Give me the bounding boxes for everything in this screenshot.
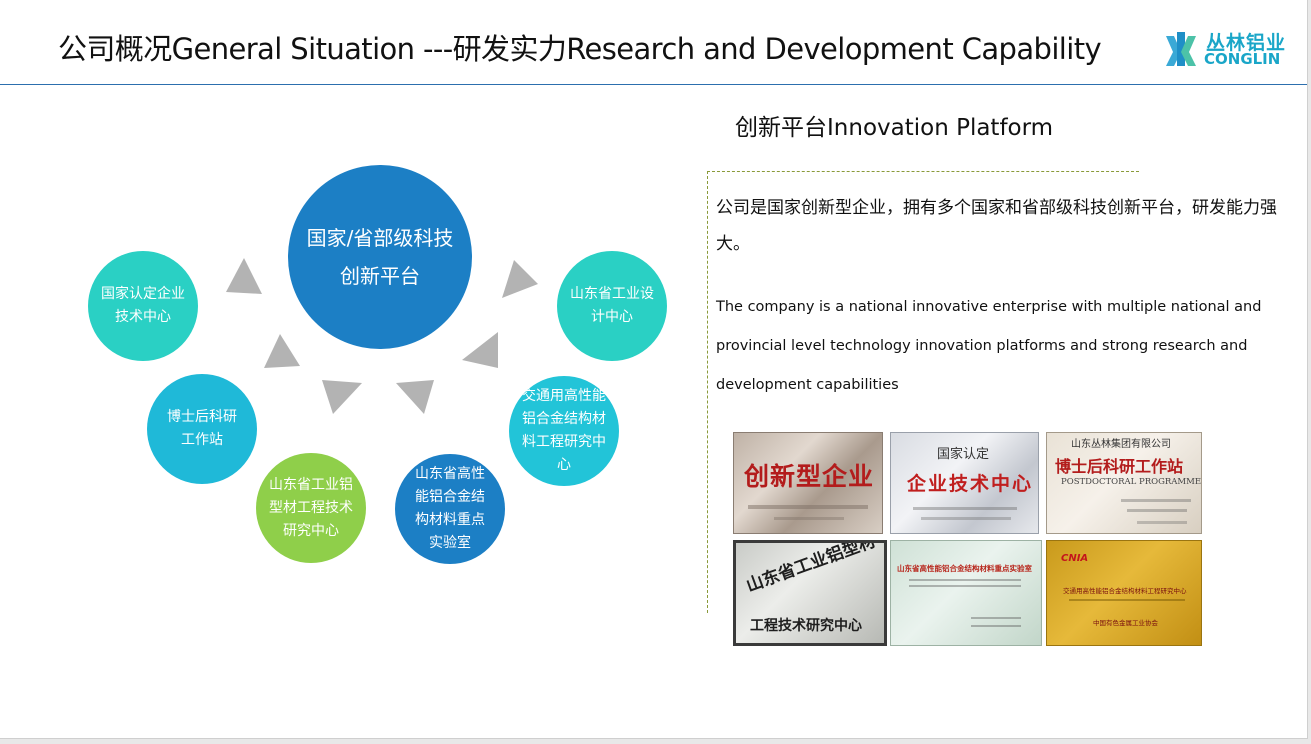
- node-label: 山东省高性能铝合金结构材料重点实验室: [415, 466, 485, 551]
- dashed-divider-left: [707, 171, 708, 613]
- arrow-triangle-icon: [396, 380, 434, 414]
- logo-text-zh: 丛林铝业: [1206, 32, 1287, 54]
- plaque-top-text: 山东丛林集团有限公司: [1071, 439, 1171, 450]
- plaque-postdoc-station: 山东丛林集团有限公司 博士后科研工作站 POSTDOCTORAL PROGRAM…: [1046, 432, 1202, 534]
- plaque-main-text: 山东省工业铝型材: [743, 540, 879, 597]
- node-enterprise-tech-center: 国家认定企业技术中心: [88, 251, 198, 361]
- node-industrial-design-center: 山东省工业设计中心: [557, 251, 667, 361]
- description-zh: 公司是国家创新型企业，拥有多个国家和省部级科技创新平台，研发能力强大。: [716, 198, 1277, 254]
- plaque-main-text: 创新型企业: [744, 462, 875, 491]
- arrows: [226, 258, 538, 414]
- arrow-triangle-icon: [322, 380, 362, 414]
- dashed-divider-top: [707, 171, 1139, 172]
- plaque-transport-engineering-center: CNIA 交通用高性能铝合金结构材料工程研究中心 中国有色金属工业协会: [1046, 540, 1202, 646]
- plaque-main-text: 企业技术中心: [907, 473, 1034, 495]
- page-title: 公司概况General Situation ---研发实力Research an…: [58, 32, 1102, 66]
- node-label: 博士后科研工作站: [167, 409, 237, 448]
- plaque-top-text: 国家认定: [937, 447, 990, 462]
- plaque-sub-text: 工程技术研究中心: [750, 618, 862, 634]
- node-label: 交通用高性能铝合金结构材料工程研究中心: [522, 388, 606, 473]
- plaque-key-laboratory: 山东省高性能铝合金结构材料重点实验室: [890, 540, 1042, 646]
- plaque-main-text: 博士后科研工作站: [1055, 457, 1184, 476]
- node-postdoc-station: 博士后科研工作站: [147, 374, 257, 484]
- node-label: 山东省工业设计中心: [570, 286, 654, 325]
- company-logo: 丛林铝业 CONGLIN: [1162, 28, 1288, 68]
- cnia-logo-icon: CNIA: [1061, 553, 1089, 564]
- plaque-aluminum-profile-center: 山东省工业铝型材 工程技术研究中心: [733, 540, 887, 646]
- node-aluminum-profile-center: 山东省工业铝型材工程技术研究中心: [256, 453, 366, 563]
- plaque-main-text: 山东省高性能铝合金结构材料重点实验室: [897, 564, 1032, 573]
- center-node: 国家/省部级科技创新平台: [288, 165, 472, 349]
- plaque-innovative-enterprise: 创新型企业: [733, 432, 883, 534]
- plaque-enterprise-tech-center: 国家认定 企业技术中心: [890, 432, 1039, 534]
- arrow-triangle-icon: [462, 332, 498, 368]
- plaque-sub-text: 中国有色金属工业协会: [1093, 619, 1158, 627]
- header-divider: [0, 84, 1307, 85]
- plaque-main-text: 交通用高性能铝合金结构材料工程研究中心: [1063, 587, 1187, 595]
- plaque-sub-text: POSTDOCTORAL PROGRAMME: [1061, 477, 1202, 487]
- node-key-laboratory: 山东省高性能铝合金结构材料重点实验室: [395, 454, 505, 564]
- logo-text-en: CONGLIN: [1204, 50, 1281, 68]
- description-en: The company is a national innovative ent…: [716, 299, 1262, 393]
- arrow-triangle-icon: [502, 260, 538, 298]
- logo-mark-icon: [1166, 32, 1196, 66]
- node-transport-engineering-center: 交通用高性能铝合金结构材料工程研究中心: [509, 376, 619, 486]
- node-label: 山东省工业铝型材工程技术研究中心: [269, 476, 353, 539]
- arrow-triangle-icon: [226, 258, 262, 294]
- panel-title: 创新平台Innovation Platform: [735, 115, 1054, 141]
- arrow-triangle-icon: [264, 334, 300, 368]
- node-label: 国家认定企业技术中心: [101, 286, 185, 325]
- center-node-label: 国家/省部级科技创新平台: [306, 226, 454, 288]
